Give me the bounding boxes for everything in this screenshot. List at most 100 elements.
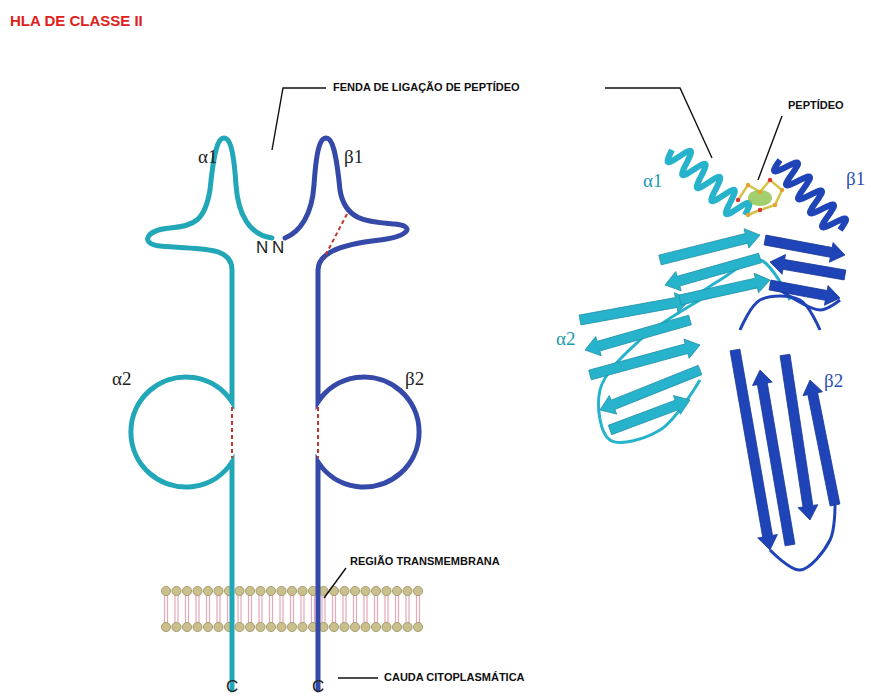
lipid-head [350,586,359,595]
lipid-head [266,586,275,595]
lipid-head [329,622,338,631]
beta-strand [600,365,702,414]
peptide [738,180,782,215]
lipid-head [361,622,370,631]
lipid-head [392,622,401,631]
lipid-tail [354,595,357,623]
lipid-tail [396,595,399,623]
callout-label: REGIÃO TRANSMEMBRANA [350,555,500,568]
lipid-head [203,622,212,631]
lipid-tail [280,595,283,623]
lipid-head [245,622,254,631]
lipid-head [298,622,307,631]
leader-line [338,677,378,678]
title: HLA DE CLASSE II [10,12,143,29]
beta-strand [764,235,845,262]
domain-label: β2 [824,370,843,392]
lipid-head [235,622,244,631]
peptide-atom [758,190,762,194]
lipid-head [161,586,170,595]
lipid-tail [406,595,409,623]
beta-strand [803,380,840,506]
peptide-atom [768,178,772,182]
lipid-tail [301,595,304,623]
lipid-head [361,586,370,595]
disulfide-bond [317,407,319,458]
lipid-head [182,622,191,631]
lipid-tail [196,595,199,623]
lipid-tail [417,595,420,623]
lipid-head [203,586,212,595]
domain-label: α1 [643,170,662,192]
terminus-label: C [226,677,238,697]
lipid-head [350,622,359,631]
domain-label: β2 [405,368,424,390]
terminus-label: N [272,238,284,258]
lipid-head [235,586,244,595]
peptide-core [748,190,772,206]
beta-chain [285,138,419,690]
lipid-tail [333,595,336,623]
lipid-head [214,586,223,595]
lipid-head [277,586,286,595]
lipid-head [245,586,254,595]
lipid-tail [364,595,367,623]
peptide-atom [780,188,784,192]
beta-strand [770,255,846,280]
lipid-head [371,622,380,631]
lipid-head [182,586,191,595]
disulfide-bond [231,407,233,458]
lipid-head [403,622,412,631]
leader-lines [272,88,782,678]
peptide-atom [736,198,740,202]
disulfide-bonds [232,214,347,458]
lipid-tail [375,595,378,623]
terminus-label: N [256,238,268,258]
alpha-helix [668,150,750,215]
leader-line [605,88,712,158]
lipid-tail [322,595,325,623]
peptide-atom [746,183,750,187]
beta-strand [608,396,690,435]
loop [770,505,835,570]
terminus-label: C [312,677,324,697]
alpha-chain [131,138,272,690]
lipid-head [382,586,391,595]
domain-label: α1 [198,146,217,168]
leader-line [324,568,346,598]
lipid-tail [217,595,220,623]
lipid-head [413,586,422,595]
lipid-tail [165,595,168,623]
loop [740,296,820,330]
disulfide-bond [324,214,347,258]
lipid-bilayer [161,586,422,631]
lipid-head [256,622,265,631]
lipid-tail [207,595,210,623]
lipid-head [161,622,170,631]
domain-label: β1 [344,146,363,168]
lipid-head [193,622,202,631]
beta-strand [769,280,840,305]
lipid-tail [175,595,178,623]
lipid-head [193,586,202,595]
peptide-atom [758,208,762,212]
lipid-head [340,586,349,595]
lipid-head [172,586,181,595]
lipid-head [403,586,412,595]
lipid-head [214,622,223,631]
lipid-head [392,586,401,595]
lipid-tail [385,595,388,623]
callout-label: FENDA DE LIGAÇÃO DE PEPTÍDEO [333,81,520,94]
leader-line [272,88,326,150]
lipid-head [413,622,422,631]
lipid-head [256,586,265,595]
lipid-head [266,622,275,631]
lipid-tail [270,595,273,623]
beta-strand [679,273,770,305]
lipid-head [340,622,349,631]
lipid-head [382,622,391,631]
lipid-tail [291,595,294,623]
beta-strand [780,354,818,520]
lipid-head [277,622,286,631]
